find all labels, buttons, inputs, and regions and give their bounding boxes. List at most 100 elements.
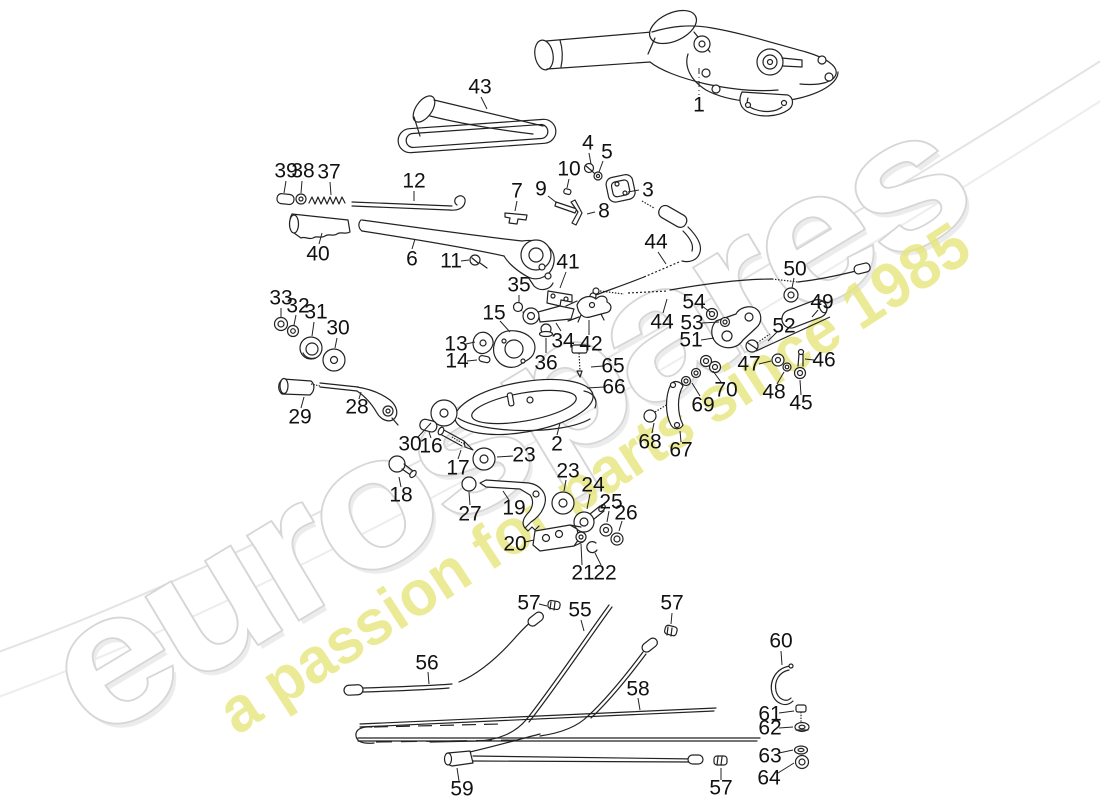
part-label-34-25: 34 [551,330,575,353]
leader-line-21-61 [580,543,583,566]
part-label-57-63: 57 [517,592,540,615]
part-40-grip [288,213,351,240]
leader-line-50-36 [791,277,795,289]
part-15-cam-plate [492,330,536,368]
part-17-threaded-rod [437,426,474,451]
part-49-sleeve [755,299,831,352]
leader-line-7-6 [514,200,518,212]
part-37-spring [308,196,346,205]
part-label-15-22: 15 [482,302,505,325]
part-label-31-21: 31 [304,301,327,324]
part-label-41-17: 41 [556,251,579,274]
part-42-bracket [576,295,612,323]
part-38-washer [295,193,307,205]
leader-line-23-56 [563,479,567,492]
part-label-57-74: 57 [709,777,732,800]
part-label-10-8: 10 [557,158,580,181]
part-18-plug-screw [388,455,417,479]
part-label-7-6: 7 [511,180,523,203]
leader-line-66-30 [586,386,605,389]
exploded-parts-artwork [273,9,871,770]
part-label-19-55: 19 [502,497,525,520]
part-1-handbrake-lever-assembly [534,9,839,117]
part-3-block [605,174,636,203]
part-63-washer [793,745,809,755]
part-64-nut [794,754,810,770]
part-57-clip-middle [663,624,678,637]
part-label-56-66: 56 [415,652,438,675]
leader-line-9-7 [547,195,558,204]
leader-line-11-16 [460,259,470,262]
watermark-swoosh-lower [0,100,1100,698]
part-label-2-31: 2 [551,433,563,456]
part-label-14-27: 14 [445,350,469,373]
part-11-screw [469,254,488,269]
leader-line-41-17 [559,271,567,289]
part-10-pin [563,188,572,196]
part-label-57-65: 57 [660,592,683,615]
part-2-support-plate [454,378,597,436]
part-label-18-53: 18 [389,484,412,507]
leader-line-58-67 [637,697,641,711]
part-label-32-20: 32 [286,295,309,318]
part-label-39-2: 39 [274,160,297,183]
leader-line-16-50 [428,431,432,439]
part-label-44-46: 44 [650,311,674,334]
leader-line-25-58 [606,510,610,523]
part-45-nut [793,366,807,380]
leader-line-39-2 [283,180,287,194]
leader-line-29-47 [300,396,305,409]
part-19-ratchet-lever [479,479,546,532]
part-7-clip [504,212,528,225]
leader-line-38-3 [300,180,303,194]
part-label-17-51: 17 [446,457,469,480]
leader-line-5-10 [598,160,604,173]
part-20-clevis [532,524,584,552]
part-label-62-71: 62 [758,717,781,740]
part-label-43-1: 43 [468,76,491,99]
part-label-8-12: 8 [598,200,610,223]
leader-line-70-42 [712,370,722,383]
leader-line-51-34 [700,337,715,341]
part-34-link-rod [522,300,580,325]
part-label-30-49: 30 [398,433,421,456]
leader-line-20-60 [524,539,535,543]
leader-line-15-22 [499,320,511,333]
part-57-clip-bottom [713,755,728,766]
part-46-cotter-pin [797,348,805,367]
part-label-55-64: 55 [568,599,591,622]
part-56-cable [343,611,544,696]
part-label-65-29: 65 [601,355,624,378]
leader-line-6-15 [411,238,416,250]
part-label-30-23: 30 [326,317,349,340]
part-label-60-69: 60 [769,630,792,653]
part-label-25-58: 25 [599,491,622,514]
leader-line-62-71 [778,726,794,729]
part-label-68-44: 68 [638,431,661,454]
part-62-flange-nut [794,721,810,733]
part-label-12-5: 12 [402,170,425,193]
part-41-bracket [546,290,573,307]
part-label-66-30: 66 [602,376,625,399]
part-label-58-67: 58 [626,678,649,701]
part-33-nut [273,316,289,332]
part-label-5-10: 5 [601,141,613,164]
part-label-63-72: 63 [758,745,781,768]
part-label-40-14: 40 [306,243,329,266]
leader-line-65-29 [590,365,604,368]
leader-line-57-63 [538,603,548,607]
part-label-33-19: 33 [269,287,292,310]
part-55-cable [429,604,613,743]
part-44-cable-upper [589,200,702,300]
part-label-70-42: 70 [714,379,737,402]
part-48-nut [782,362,792,372]
leader-line-14-27 [466,359,478,362]
part-label-23-52: 23 [512,444,535,467]
part-label-45-41: 45 [789,392,812,415]
leader-line-47-39 [758,360,772,365]
part-label-48-40: 48 [762,381,785,404]
leader-line-69-43 [691,382,701,397]
part-13-pawl [472,331,494,355]
